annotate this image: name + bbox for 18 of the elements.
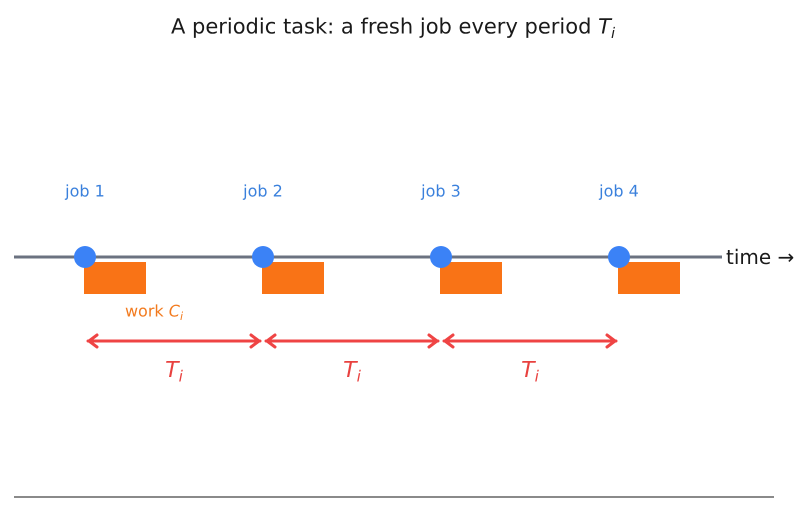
work-bar: [262, 262, 324, 294]
job-label: job 4: [599, 181, 639, 201]
title: A periodic task: a fresh job every period T$_{i}$: [170, 14, 616, 40]
job-release-dot: [608, 246, 630, 268]
job-release-dot: [430, 246, 452, 268]
work-label: work C$_{i}$: [124, 301, 184, 321]
period-label: T$_{i}$: [343, 358, 361, 384]
axis-label: time →: [726, 245, 794, 269]
job-label: job 2: [243, 181, 283, 201]
period-label: T$_{i}$: [521, 358, 539, 384]
job-label: job 1: [65, 181, 105, 201]
job-release-dot: [252, 246, 274, 268]
job-release-dot: [74, 246, 96, 268]
job-label: job 3: [421, 181, 461, 201]
work-bar: [84, 262, 146, 294]
period-label: T$_{i}$: [165, 358, 183, 384]
work-bar: [440, 262, 502, 294]
work-bar: [618, 262, 680, 294]
